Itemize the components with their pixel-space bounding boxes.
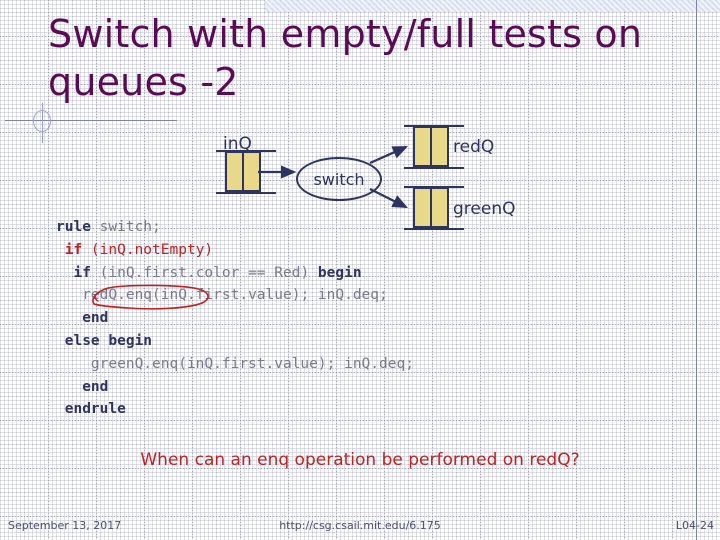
green-queue-cells	[413, 187, 449, 228]
switch-label: switch	[313, 169, 365, 189]
code-keyword-if-outer: if	[64, 241, 83, 258]
red-queue-label: redQ	[453, 137, 495, 157]
question-text: When can an enq operation be performed o…	[140, 450, 580, 470]
in-queue-label: inQ	[223, 134, 252, 154]
code-cond-color: (inQ.first.color == Red)	[90, 264, 318, 281]
green-queue-bottom-rail	[404, 228, 464, 230]
footer-url[interactable]: http://csg.csail.mit.edu/6.175	[279, 519, 441, 532]
code-redq-enq-statement: redQ.enq(inQ.first.value); inQ.deq;	[82, 287, 388, 304]
footer-date: September 13, 2017	[8, 519, 122, 532]
in-queue-cells	[225, 151, 261, 192]
code-cond-notempty: (inQ.notEmpty)	[82, 241, 214, 258]
green-queue-shape	[404, 186, 464, 230]
in-queue-shape	[216, 150, 276, 194]
green-queue-cell	[430, 187, 449, 228]
code-keyword-begin: begin	[317, 264, 362, 281]
red-queue-shape	[404, 125, 464, 169]
page-title: Switch with empty/full tests on queues -…	[48, 12, 643, 104]
code-keyword-rule: rule	[56, 219, 91, 235]
code-keyword-if-inner: if	[73, 264, 91, 281]
top-selection-band-hatch	[265, 0, 720, 12]
code-keyword-end-2: end	[82, 378, 109, 395]
green-queue-label: greenQ	[453, 199, 516, 219]
red-queue-cell	[430, 126, 449, 167]
code-greenq-enq-statement: greenQ.enq(inQ.first.value); inQ.deq;	[90, 355, 414, 372]
red-queue-cells	[413, 126, 449, 167]
code-block: rule switch; if (inQ.notEmpty) if (inQ.f…	[56, 216, 576, 421]
switch-node: switch	[296, 157, 382, 201]
code-rule-name: switch;	[90, 219, 161, 235]
horizontal-guide-line	[5, 120, 177, 121]
in-queue-cell	[242, 151, 261, 192]
code-keyword-endrule: endrule	[64, 401, 126, 418]
vertical-guide-line	[696, 0, 697, 540]
code-keyword-else-begin: else begin	[64, 332, 153, 349]
code-keyword-end-1: end	[82, 310, 109, 327]
footer-page-number: L04-24	[675, 519, 714, 532]
in-queue-bottom-rail	[216, 192, 276, 194]
guide-handle-circle-icon	[33, 110, 51, 132]
red-queue-bottom-rail	[404, 167, 464, 169]
